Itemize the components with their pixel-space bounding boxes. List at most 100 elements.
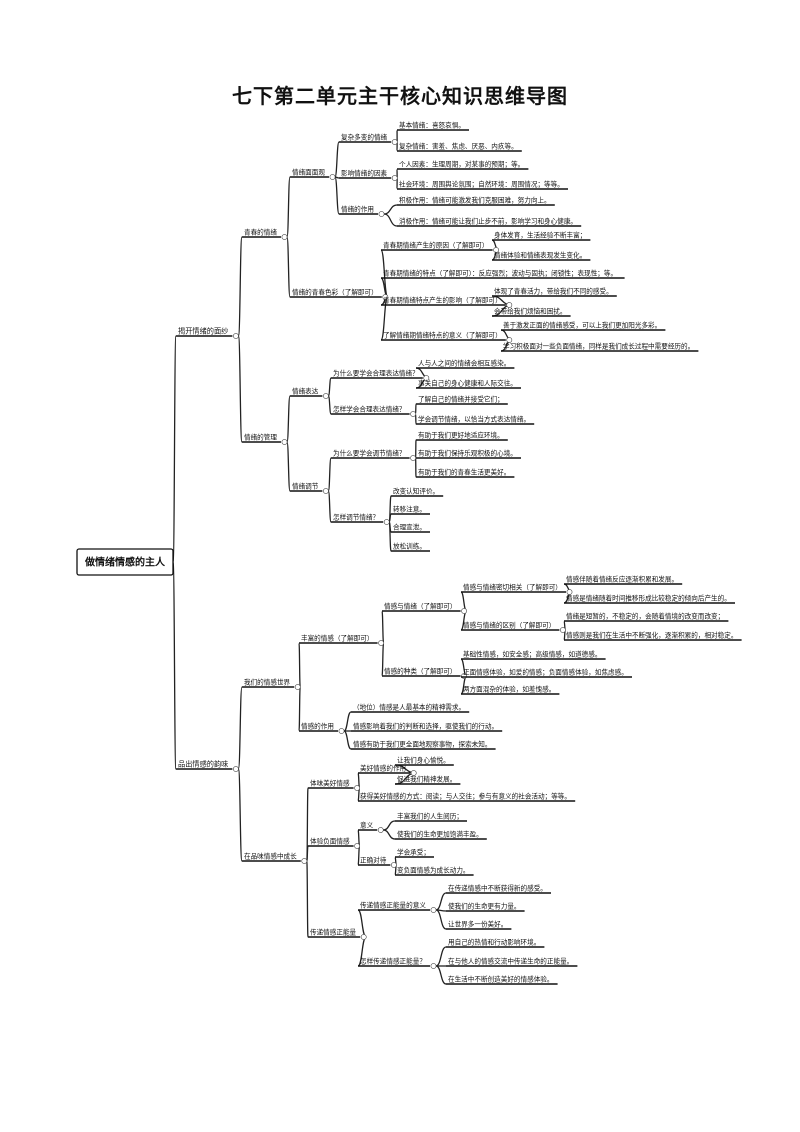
mind-map-node-a1211[interactable]: 身体发育，生活经验不断丰富； — [492, 231, 591, 241]
mind-map-node-b2112[interactable]: 促进我们精神发展。 — [395, 775, 461, 785]
mind-map-node-a112[interactable]: 影响情绪的因素 — [339, 169, 398, 181]
mind-map-node-b2323[interactable]: 在生活中不断创造美好的情感体验。 — [446, 975, 558, 985]
collapse-toggle-icon[interactable] — [301, 858, 308, 864]
mind-map-node-a1212[interactable]: 情绪体验和情绪表现发生变化。 — [492, 251, 591, 261]
collapse-toggle-icon[interactable] — [391, 139, 398, 145]
mind-map-node-b23[interactable]: 传递情感正能量 — [308, 928, 367, 940]
mind-map-node-a1242[interactable]: 学习积极面对一些负面情绪，同样是我们成长过程中需要经历的。 — [501, 342, 699, 352]
mind-map-node-a111[interactable]: 复杂多变的情绪 — [339, 133, 398, 145]
mind-map-node-b1111[interactable]: 情感与情绪密切相关（了解即可） — [461, 583, 573, 595]
mind-map-node-a1131[interactable]: 积极作用：情绪可能激发我们克服困难，努力向上。 — [397, 196, 555, 206]
mind-map-node-a1122[interactable]: 社会环境：周围舆论氛围；自然环境：周围情况；等等。 — [397, 180, 568, 190]
collapse-toggle-icon[interactable] — [322, 393, 329, 399]
collapse-toggle-icon[interactable] — [410, 455, 416, 461]
mind-map-node-root[interactable]: 做情绪情感的主人 — [76, 548, 174, 576]
mind-map-node-a2[interactable]: 情绪的管理 — [242, 433, 288, 445]
collapse-toggle-icon[interactable] — [281, 234, 288, 240]
mind-map-node-b2311[interactable]: 在传递情感中不断获得新的感受。 — [446, 884, 551, 894]
collapse-toggle-icon[interactable] — [461, 608, 467, 614]
mind-map-node-a1112[interactable]: 复杂情绪：害羞、焦虑、厌恶、内疚等。 — [397, 142, 522, 152]
mind-map-node-a2211[interactable]: 有助于我们更好地适应环境。 — [416, 431, 508, 441]
mind-map-node-a121[interactable]: 青春期情绪产生的原因（了解即可） — [381, 241, 499, 253]
collapse-toggle-icon[interactable] — [338, 728, 345, 734]
mind-map-node-a11[interactable]: 情绪面面观 — [290, 168, 336, 180]
collapse-toggle-icon[interactable] — [360, 934, 367, 940]
collapse-toggle-icon[interactable] — [493, 247, 499, 253]
collapse-toggle-icon[interactable] — [322, 488, 329, 494]
mind-map-node-a1231[interactable]: 体现了青春活力，带给我们不同的感受。 — [492, 287, 617, 297]
collapse-toggle-icon[interactable] — [506, 302, 513, 308]
mind-map-node-b12[interactable]: 情感的作用 — [299, 722, 345, 734]
mind-map-node-b112[interactable]: 情感的种类（了解即可） — [382, 667, 467, 679]
mind-map-node-b11[interactable]: 丰富的情感（了解即可） — [299, 634, 384, 646]
mind-map-node-b22[interactable]: 体验负面情感 — [308, 837, 360, 849]
mind-map-node-a122[interactable]: 青春期情绪的特点（了解即可）：反应强烈；波动与固执；闭锁性；表现性；等。 — [381, 269, 625, 279]
collapse-toggle-icon[interactable] — [354, 785, 360, 791]
mind-map-node-b123[interactable]: 情感有助于我们更全面地观察事物，探索未知。 — [351, 740, 496, 750]
mind-map-node-b2322[interactable]: 在与他人的情感交流中传递生命的正能量。 — [446, 957, 578, 967]
mind-map-node-b111[interactable]: 情感与情绪（了解即可） — [382, 602, 467, 614]
mind-map-node-b231[interactable]: 传递情感正能量的意义 — [358, 901, 437, 913]
collapse-toggle-icon[interactable] — [281, 439, 288, 445]
mind-map-node-b2222[interactable]: 变负面情感为成长动力。 — [395, 866, 474, 876]
mind-map-node-a1[interactable]: 青春的情绪 — [242, 228, 288, 240]
mind-map-node-b2321[interactable]: 用自己的热情和行动影响环境。 — [446, 938, 545, 948]
mind-map-node-b211[interactable]: 美好情感的作用 — [358, 764, 417, 776]
mind-map-node-b2[interactable]: 在品味情感中成长 — [242, 852, 308, 864]
collapse-toggle-icon[interactable] — [378, 640, 384, 646]
mind-map-node-b21[interactable]: 体味美好情感 — [308, 779, 360, 791]
collapse-toggle-icon[interactable] — [377, 827, 384, 833]
mind-map-node-b1[interactable]: 我们的情感世界 — [242, 678, 301, 690]
mind-map-node-b2212[interactable]: 使我们的生命更加饱满丰盈。 — [395, 830, 487, 840]
collapse-toggle-icon[interactable] — [391, 175, 398, 181]
mind-map-node-b222[interactable]: 正确对待 — [358, 856, 397, 868]
mind-map-node-a1241[interactable]: 善于激发正面的情绪感受，可以上我们更加阳光多彩。 — [501, 321, 666, 331]
mind-map-node-a1111[interactable]: 基本情绪：喜怒哀惧。 — [397, 121, 469, 131]
collapse-toggle-icon[interactable] — [232, 766, 239, 772]
collapse-toggle-icon[interactable] — [506, 337, 513, 343]
mind-map-node-a2221[interactable]: 改变认知评价。 — [391, 487, 444, 497]
mind-map-node-a2112[interactable]: 事关自己的身心健康和人际交往。 — [416, 379, 521, 389]
collapse-toggle-icon[interactable] — [430, 963, 437, 969]
collapse-toggle-icon[interactable] — [232, 333, 239, 339]
collapse-toggle-icon[interactable] — [329, 174, 336, 180]
mind-map-node-a2122[interactable]: 学会调节情绪，以恰当方式表达情绪。 — [416, 415, 535, 425]
mind-map-node-a2111[interactable]: 人与人之间的情绪会相互感染。 — [416, 359, 515, 369]
mind-map-node-a1121[interactable]: 个人因素：生理周期，对某事的预期；等。 — [397, 160, 529, 170]
mind-map-node-b221[interactable]: 意义 — [358, 821, 384, 833]
mind-map-node-b2221[interactable]: 学会承受； — [395, 848, 434, 858]
collapse-toggle-icon[interactable] — [378, 211, 385, 217]
mind-map-node-a123[interactable]: 青春期情绪特点产生的影响（了解即可） — [381, 296, 513, 308]
mind-map-node-b11122[interactable]: 情感则是我们在生活中不断强化，逐渐积累的，相对稳定。 — [564, 631, 742, 641]
mind-map-node-b[interactable]: 品出情感的韵味 — [176, 760, 239, 772]
mind-map-node-b1122[interactable]: 正面情感体验，如爱的情感；负面情感体验，如焦虑感。 — [461, 668, 632, 678]
mind-map-node-b11112[interactable]: 情感是情绪随着时间推移形成比较稳定的倾向后产生的。 — [564, 594, 735, 604]
mind-map-node-a2224[interactable]: 放松训练。 — [391, 542, 430, 552]
mind-map-node-b1123[interactable]: 两方面混杂的体验，如羞愧感。 — [461, 685, 560, 695]
mind-map-node-a212[interactable]: 怎样学会合理表达情绪？ — [331, 405, 416, 417]
collapse-toggle-icon[interactable] — [383, 519, 390, 525]
mind-map-node-a2213[interactable]: 有助于我们的青春生活更美好。 — [416, 468, 515, 478]
mind-map-node-a221[interactable]: 为什么要学会调节情绪？ — [331, 449, 416, 461]
mind-map-node-b11111[interactable]: 情感伴随着情绪反应逐渐积累和发展。 — [564, 575, 683, 585]
mind-map-node-a211[interactable]: 为什么要学会合理表达情绪？ — [331, 369, 430, 381]
collapse-toggle-icon[interactable] — [294, 684, 301, 690]
collapse-toggle-icon[interactable] — [566, 589, 573, 595]
mind-map-node-b11121[interactable]: 情绪是短暂的，不稳定的，会随着情境的改变而改变； — [564, 612, 729, 622]
mind-map-node-b232[interactable]: 怎样传递情感正能量？ — [358, 957, 437, 969]
mind-map-node-b212[interactable]: 获得美好情感的方式：阅读；与人交往；参与有意义的社会活动；等等。 — [358, 792, 576, 802]
mind-map-node-a1232[interactable]: 会带给我们烦恼和困扰。 — [492, 307, 571, 317]
mind-map-node-b1121[interactable]: 基础性情感，如安全感；高级情感，如道德感。 — [461, 650, 606, 660]
mind-map-node-a124[interactable]: 了解情绪期情绪特点的意义（了解即可） — [381, 331, 513, 343]
collapse-toggle-icon[interactable] — [382, 294, 389, 300]
mind-map-node-a2222[interactable]: 转移注意。 — [391, 505, 430, 515]
collapse-toggle-icon[interactable] — [560, 627, 566, 633]
mind-map-node-a12[interactable]: 情绪的青春色彩（了解即可） — [290, 288, 389, 300]
mind-map-node-b2313[interactable]: 让世界多一份美好。 — [446, 920, 512, 930]
mind-map-node-b2312[interactable]: 使我们的生命更有力量。 — [446, 902, 525, 912]
mind-map-node-b2111[interactable]: 让我们身心愉悦。 — [395, 756, 454, 766]
mind-map-node-a2212[interactable]: 有助于我们保持乐观积极的心境。 — [416, 449, 521, 459]
collapse-toggle-icon[interactable] — [410, 411, 416, 417]
mind-map-node-a2121[interactable]: 了解自己的情绪并接受它们； — [416, 395, 508, 405]
mind-map-node-a222[interactable]: 怎样调节情绪？ — [331, 513, 390, 525]
